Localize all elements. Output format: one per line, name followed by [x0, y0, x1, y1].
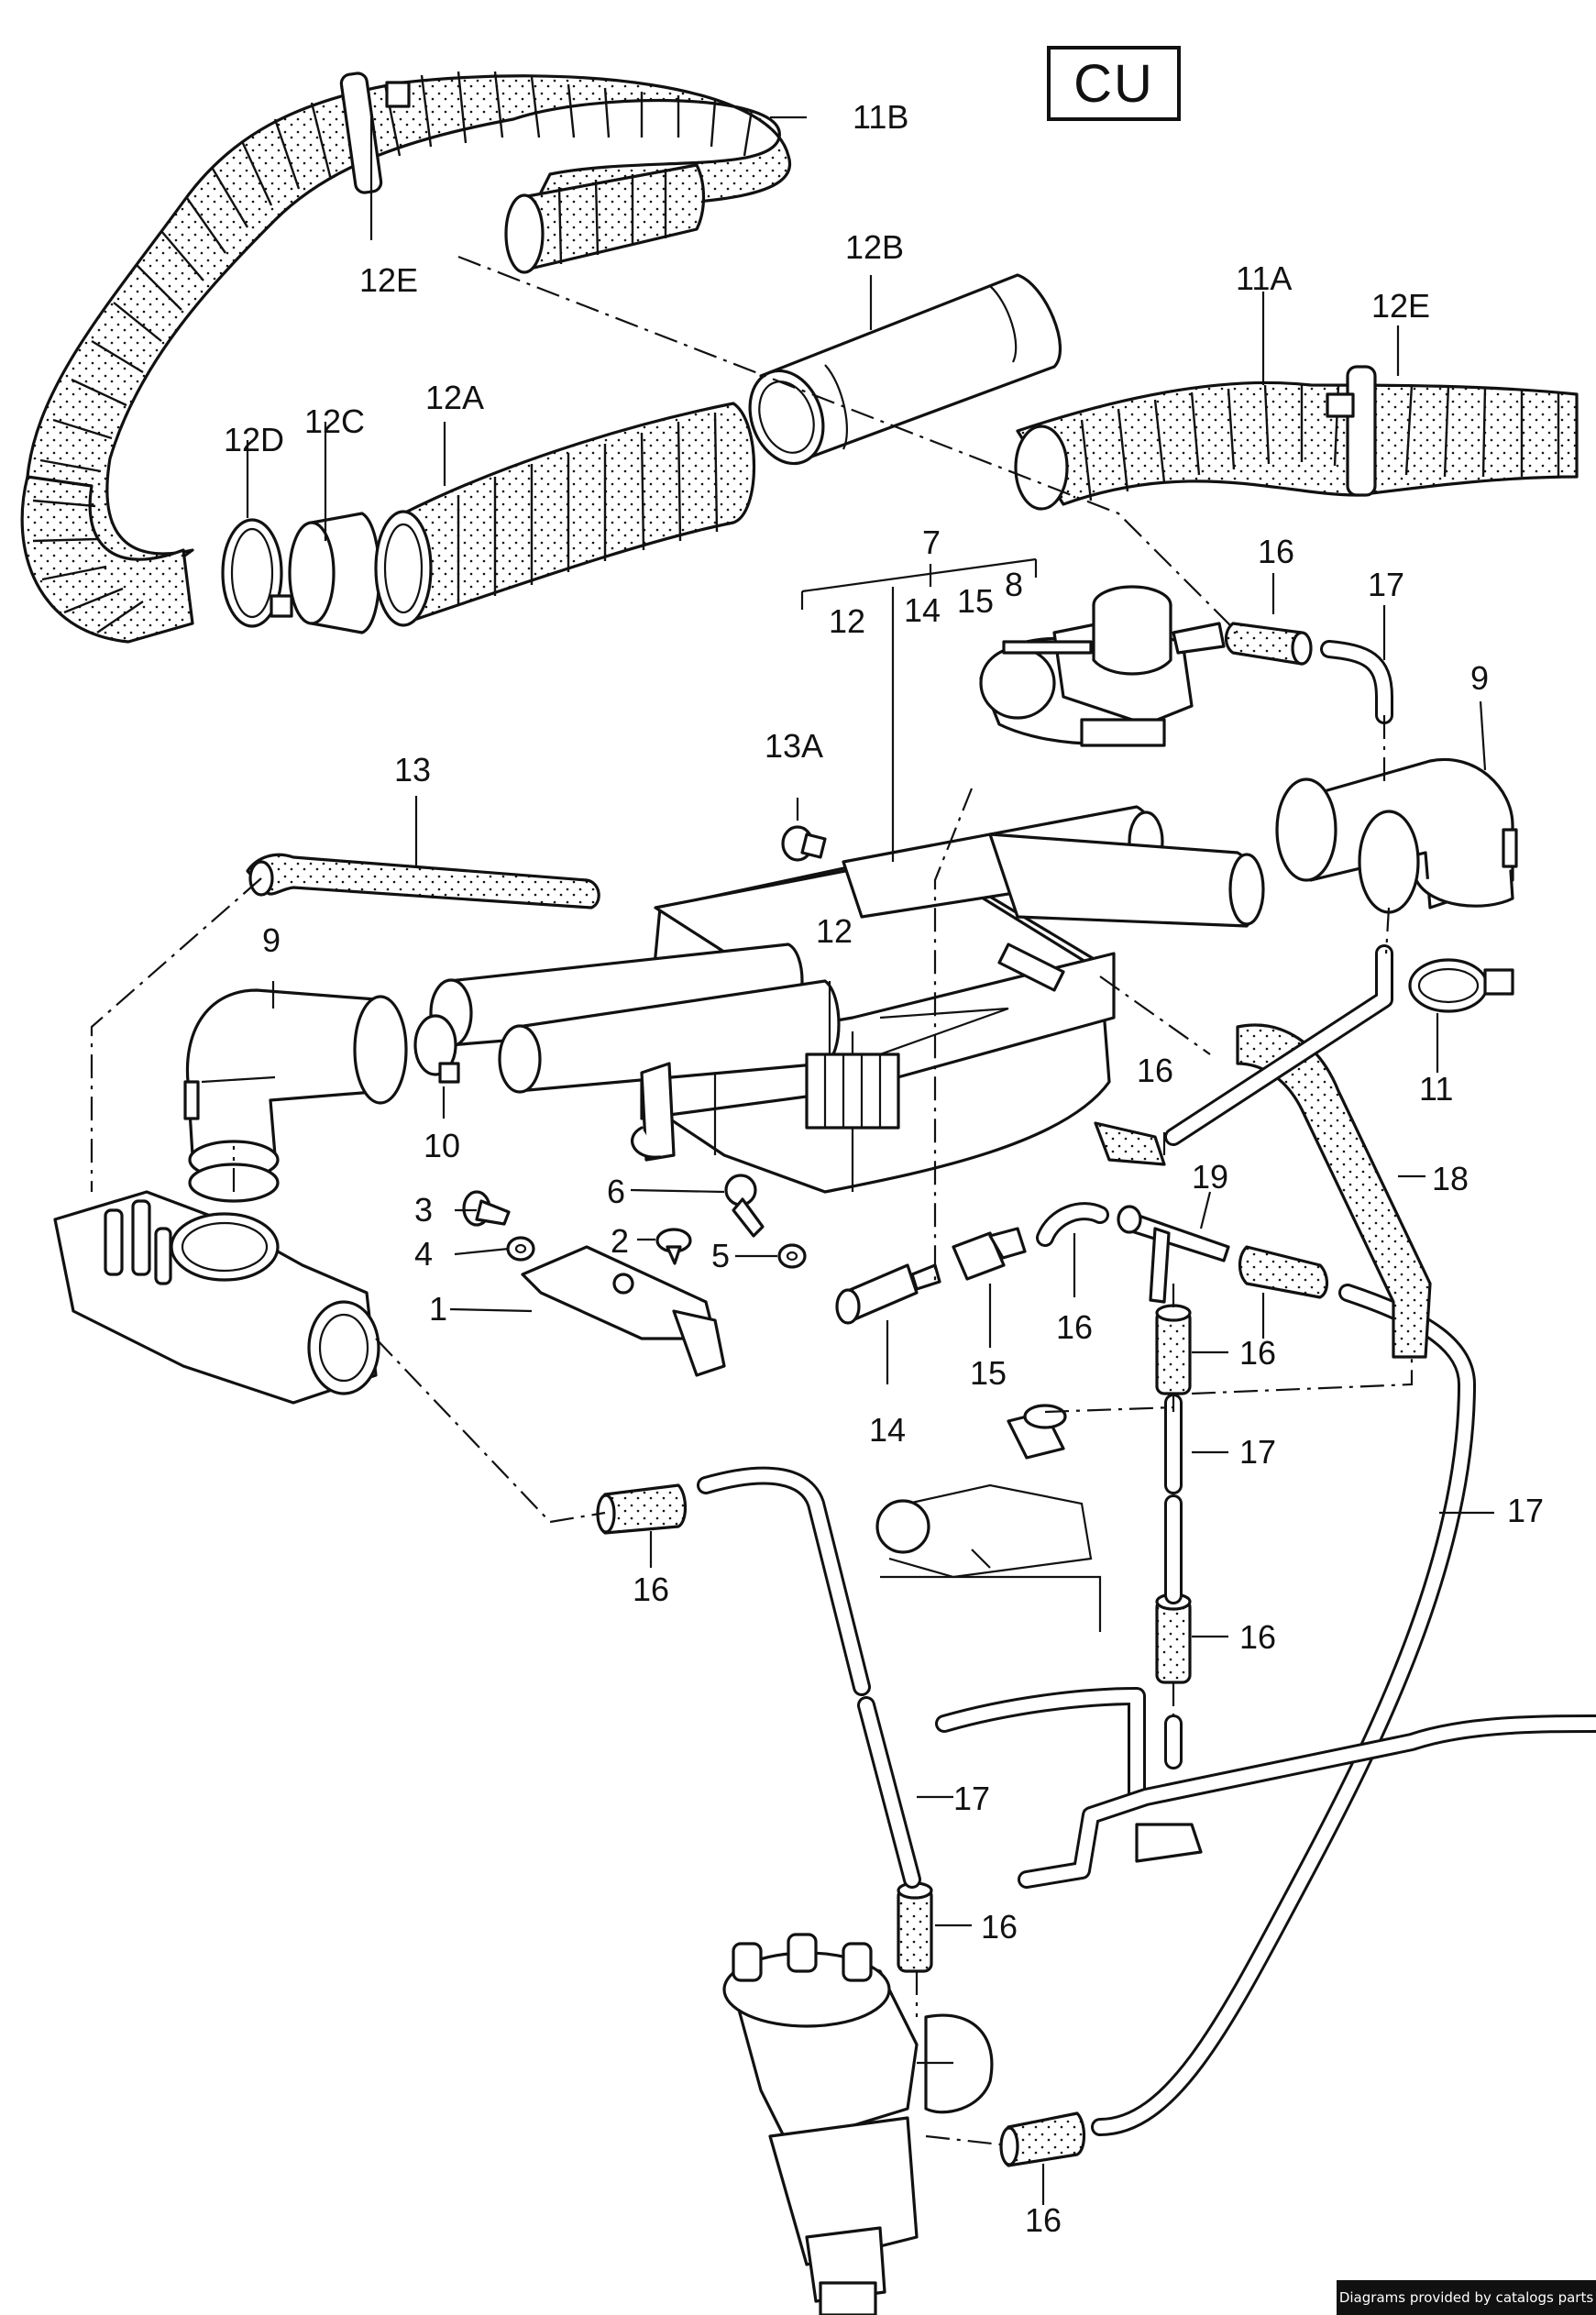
callout-labels: 11B 12E 12B 11A 12E 12D 12C 12A 7 12 14 … — [224, 98, 1544, 2239]
throttle-body — [53, 1190, 380, 1405]
callout-14: 14 — [869, 1411, 906, 1449]
leader-lines — [90, 115, 1494, 2205]
callout-16-mid: 16 — [1137, 1052, 1173, 1089]
sleeve-12c — [288, 512, 381, 634]
callout-12E-right: 12E — [1371, 287, 1430, 325]
hose-16-b — [1036, 1202, 1109, 1247]
elbow-9-left — [183, 988, 408, 1203]
connector-15 — [952, 1227, 1027, 1281]
corrugated-hose-11b — [20, 71, 792, 644]
callout-12D: 12D — [224, 421, 284, 458]
callout-8: 8 — [1005, 566, 1023, 603]
callout-4: 4 — [414, 1235, 433, 1273]
callout-9-left: 9 — [262, 921, 281, 959]
hose-clamp-12d — [221, 518, 293, 628]
region-code: CU — [1073, 53, 1154, 114]
hose-16-h — [999, 2111, 1086, 2167]
screw-2 — [655, 1228, 692, 1265]
screw-6 — [724, 1174, 765, 1238]
callout-13: 13 — [394, 751, 431, 788]
sensor-14 — [835, 1263, 941, 1325]
hose-16-g — [897, 1881, 933, 1973]
hose-16-a — [1094, 1121, 1166, 1166]
washer-4 — [506, 1236, 535, 1262]
t-piece-19 — [1117, 1205, 1230, 1304]
air-tube-12b — [748, 273, 1062, 466]
callout-16-bottom: 16 — [1025, 2201, 1062, 2239]
callout-16-left: 16 — [633, 1571, 669, 1608]
region-code-box: CU — [1047, 46, 1181, 121]
washer-5 — [777, 1243, 807, 1269]
callout-16-distributor: 16 — [981, 1908, 1018, 1946]
callout-17-left: 17 — [953, 1780, 990, 1817]
callout-17-right: 17 — [1507, 1492, 1544, 1529]
callout-12B: 12B — [845, 228, 904, 266]
pipe-assembly — [935, 1687, 1596, 1889]
callout-12A: 12A — [425, 379, 484, 416]
callout-10: 10 — [424, 1127, 460, 1164]
callout-6: 6 — [607, 1173, 625, 1210]
corrugated-hose-11a — [1014, 365, 1579, 511]
callout-19: 19 — [1192, 1158, 1228, 1196]
hose-16-d — [1155, 1304, 1192, 1395]
tube-17-right — [1091, 1284, 1476, 2136]
callout-3: 3 — [414, 1191, 433, 1229]
hose-16-e — [1155, 1593, 1192, 1684]
tube-16-diag — [1164, 944, 1393, 1146]
callout-1: 1 — [429, 1290, 447, 1328]
air-cleaner-housing — [429, 805, 1265, 1194]
valve-8 — [979, 585, 1226, 747]
hose-16-top — [1224, 622, 1313, 666]
callout-17-center: 17 — [1239, 1433, 1276, 1471]
callout-12C: 12C — [304, 402, 365, 440]
callout-15: 15 — [970, 1354, 1007, 1392]
callout-18: 18 — [1432, 1160, 1469, 1197]
callout-5: 5 — [711, 1237, 730, 1274]
callout-12-bracket: 12 — [829, 602, 865, 640]
intake-manifold — [875, 1404, 1102, 1632]
callout-12E-left: 12E — [359, 261, 418, 299]
callout-7: 7 — [922, 524, 941, 561]
hose-18 — [1236, 1023, 1432, 1359]
callout-14-bracket: 14 — [904, 591, 941, 629]
screw-13a — [781, 825, 827, 862]
hose-16-c — [1238, 1245, 1329, 1299]
hose-clamp-10 — [413, 1014, 460, 1084]
hose-16-f — [596, 1483, 688, 1535]
callout-16-right: 16 — [1239, 1334, 1276, 1372]
callout-12-housing: 12 — [816, 912, 853, 950]
hose-clamp-11 — [1408, 958, 1514, 1013]
callout-16-center-low: 16 — [1239, 1618, 1276, 1656]
credit-text: Diagrams provided by catalogs parts — [1338, 2289, 1594, 2306]
tube-17-left — [697, 1466, 921, 1889]
callout-13A: 13A — [765, 727, 823, 765]
callout-11A: 11A — [1236, 259, 1292, 297]
callout-11B: 11B — [853, 98, 908, 136]
callout-2: 2 — [611, 1222, 629, 1260]
distributor — [722, 1933, 994, 2315]
bracket-1 — [521, 1245, 726, 1377]
screw-3 — [462, 1190, 511, 1227]
callout-16-top: 16 — [1258, 533, 1294, 570]
credit-footer: Diagrams provided by catalogs parts — [1337, 2280, 1596, 2315]
hose-17-top — [1320, 640, 1393, 724]
callout-9-right: 9 — [1470, 659, 1489, 697]
callout-17-top: 17 — [1368, 566, 1404, 603]
callout-11: 11 — [1419, 1070, 1453, 1108]
callout-16-curved: 16 — [1056, 1308, 1093, 1346]
bellows-12a — [374, 402, 755, 627]
hose-13 — [246, 853, 600, 909]
elbow-9-right — [1275, 757, 1518, 914]
callout-15-bracket: 15 — [957, 582, 994, 620]
